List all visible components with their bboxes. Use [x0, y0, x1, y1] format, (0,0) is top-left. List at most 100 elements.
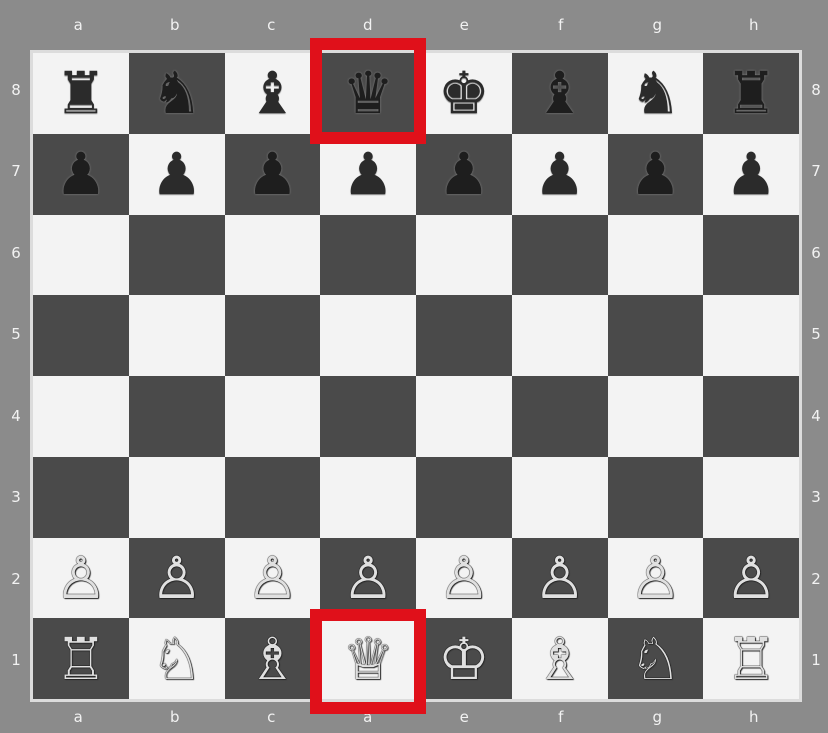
- square-a4[interactable]: [33, 376, 129, 457]
- square-c2[interactable]: ♙: [225, 538, 321, 619]
- black-rook-icon[interactable]: ♜: [55, 64, 107, 122]
- white-bishop-icon[interactable]: ♗: [534, 630, 586, 688]
- white-rook-icon[interactable]: ♖: [725, 630, 777, 688]
- square-f2[interactable]: ♙: [512, 538, 608, 619]
- square-h7[interactable]: ♟: [703, 134, 799, 215]
- white-bishop-icon[interactable]: ♗: [246, 630, 298, 688]
- black-pawn-icon[interactable]: ♟: [151, 145, 203, 203]
- square-d8[interactable]: ♛: [320, 53, 416, 134]
- square-h3[interactable]: [703, 457, 799, 538]
- square-a7[interactable]: ♟: [33, 134, 129, 215]
- square-h5[interactable]: [703, 295, 799, 376]
- square-c3[interactable]: [225, 457, 321, 538]
- white-king-icon[interactable]: ♔: [438, 630, 490, 688]
- square-c7[interactable]: ♟: [225, 134, 321, 215]
- square-e7[interactable]: ♟: [416, 134, 512, 215]
- square-g4[interactable]: [608, 376, 704, 457]
- square-h8[interactable]: ♜: [703, 53, 799, 134]
- square-g6[interactable]: [608, 215, 704, 296]
- square-a2[interactable]: ♙: [33, 538, 129, 619]
- square-e8[interactable]: ♚: [416, 53, 512, 134]
- square-h4[interactable]: [703, 376, 799, 457]
- square-g1[interactable]: ♘: [608, 618, 704, 699]
- square-h6[interactable]: [703, 215, 799, 296]
- square-a3[interactable]: [33, 457, 129, 538]
- white-pawn-icon[interactable]: ♙: [151, 549, 203, 607]
- black-king-icon[interactable]: ♚: [438, 64, 490, 122]
- rank-label-left-6: 6: [6, 244, 26, 262]
- square-a8[interactable]: ♜: [33, 53, 129, 134]
- black-pawn-icon[interactable]: ♟: [246, 145, 298, 203]
- black-bishop-icon[interactable]: ♝: [534, 64, 586, 122]
- square-g3[interactable]: [608, 457, 704, 538]
- square-f5[interactable]: [512, 295, 608, 376]
- black-pawn-icon[interactable]: ♟: [534, 145, 586, 203]
- square-g7[interactable]: ♟: [608, 134, 704, 215]
- square-b5[interactable]: [129, 295, 225, 376]
- square-d2[interactable]: ♙: [320, 538, 416, 619]
- square-a5[interactable]: [33, 295, 129, 376]
- square-b6[interactable]: [129, 215, 225, 296]
- square-b4[interactable]: [129, 376, 225, 457]
- white-pawn-icon[interactable]: ♙: [629, 549, 681, 607]
- square-d3[interactable]: [320, 457, 416, 538]
- square-c6[interactable]: [225, 215, 321, 296]
- square-a1[interactable]: ♖: [33, 618, 129, 699]
- black-knight-icon[interactable]: ♞: [629, 64, 681, 122]
- square-e1[interactable]: ♔: [416, 618, 512, 699]
- square-c5[interactable]: [225, 295, 321, 376]
- white-pawn-icon[interactable]: ♙: [246, 549, 298, 607]
- square-f4[interactable]: [512, 376, 608, 457]
- square-f7[interactable]: ♟: [512, 134, 608, 215]
- square-f3[interactable]: [512, 457, 608, 538]
- square-c8[interactable]: ♝: [225, 53, 321, 134]
- black-pawn-icon[interactable]: ♟: [342, 145, 394, 203]
- square-b7[interactable]: ♟: [129, 134, 225, 215]
- white-pawn-icon[interactable]: ♙: [342, 549, 394, 607]
- black-bishop-icon[interactable]: ♝: [246, 64, 298, 122]
- square-b3[interactable]: [129, 457, 225, 538]
- black-pawn-icon[interactable]: ♟: [438, 145, 490, 203]
- white-pawn-icon[interactable]: ♙: [725, 549, 777, 607]
- white-pawn-icon[interactable]: ♙: [55, 549, 107, 607]
- black-pawn-icon[interactable]: ♟: [55, 145, 107, 203]
- white-rook-icon[interactable]: ♖: [55, 630, 107, 688]
- black-pawn-icon[interactable]: ♟: [629, 145, 681, 203]
- square-d1[interactable]: ♕: [320, 618, 416, 699]
- square-g5[interactable]: [608, 295, 704, 376]
- square-c4[interactable]: [225, 376, 321, 457]
- square-g8[interactable]: ♞: [608, 53, 704, 134]
- square-a6[interactable]: [33, 215, 129, 296]
- file-label-top-b: b: [127, 16, 223, 34]
- square-e2[interactable]: ♙: [416, 538, 512, 619]
- black-queen-icon[interactable]: ♛: [342, 64, 394, 122]
- square-b8[interactable]: ♞: [129, 53, 225, 134]
- black-rook-icon[interactable]: ♜: [725, 64, 777, 122]
- square-f8[interactable]: ♝: [512, 53, 608, 134]
- square-b2[interactable]: ♙: [129, 538, 225, 619]
- square-c1[interactable]: ♗: [225, 618, 321, 699]
- square-e6[interactable]: [416, 215, 512, 296]
- white-knight-icon[interactable]: ♘: [151, 630, 203, 688]
- square-b1[interactable]: ♘: [129, 618, 225, 699]
- black-pawn-icon[interactable]: ♟: [725, 145, 777, 203]
- square-g2[interactable]: ♙: [608, 538, 704, 619]
- square-d4[interactable]: [320, 376, 416, 457]
- square-e3[interactable]: [416, 457, 512, 538]
- white-queen-icon[interactable]: ♕: [342, 630, 394, 688]
- black-knight-icon[interactable]: ♞: [151, 64, 203, 122]
- white-knight-icon[interactable]: ♘: [629, 630, 681, 688]
- white-pawn-icon[interactable]: ♙: [438, 549, 490, 607]
- square-d7[interactable]: ♟: [320, 134, 416, 215]
- square-h1[interactable]: ♖: [703, 618, 799, 699]
- square-d5[interactable]: [320, 295, 416, 376]
- square-d6[interactable]: [320, 215, 416, 296]
- white-pawn-icon[interactable]: ♙: [534, 549, 586, 607]
- square-h2[interactable]: ♙: [703, 538, 799, 619]
- square-e5[interactable]: [416, 295, 512, 376]
- square-e4[interactable]: [416, 376, 512, 457]
- file-label-bottom-h: h: [706, 708, 802, 726]
- square-f6[interactable]: [512, 215, 608, 296]
- square-f1[interactable]: ♗: [512, 618, 608, 699]
